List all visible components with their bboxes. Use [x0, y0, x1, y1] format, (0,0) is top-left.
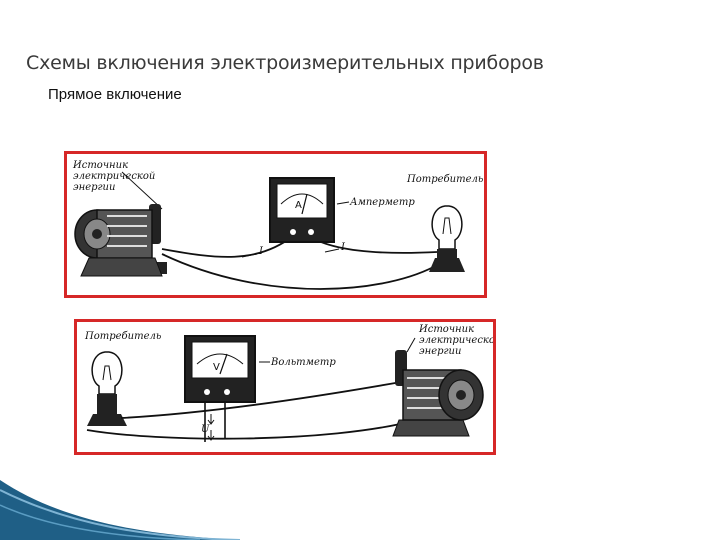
slide-title: Схемы включения электроизмерительных при…: [26, 52, 544, 74]
voltage-label: U: [201, 424, 210, 435]
lamp-icon: [87, 351, 127, 426]
source-label-line-2: электрической: [73, 171, 155, 182]
voltmeter-circuit-diagram: Потребитель U V Вольтметр Источник: [74, 319, 496, 455]
slide-corner-decoration: [0, 480, 240, 540]
current-label-left: I: [258, 246, 264, 257]
generator-icon: [392, 350, 484, 437]
source-label-line-1: Источник: [72, 160, 128, 171]
source-label-line-2: электрической: [419, 335, 493, 346]
ammeter-letter: А: [295, 200, 302, 211]
source-label-line-1: Источник: [418, 324, 474, 335]
ammeter-icon: А: [269, 177, 335, 243]
ammeter-label: Амперметр: [349, 197, 415, 208]
lamp-icon: [429, 205, 465, 272]
consumer-label: Потребитель: [84, 331, 161, 342]
ammeter-circuit-diagram: Источник электрической энергии I I: [64, 151, 487, 298]
source-label-line-3: энергии: [419, 346, 461, 357]
voltmeter-letter: V: [213, 362, 220, 373]
slide-subtitle: Прямое включение: [48, 86, 182, 103]
source-label-line-3: энергии: [73, 182, 115, 193]
voltmeter-icon: V: [184, 335, 256, 403]
generator-icon: [74, 204, 167, 277]
consumer-label: Потребитель: [406, 174, 483, 185]
voltmeter-label: Вольтметр: [270, 357, 336, 368]
current-label-right: I: [340, 242, 346, 253]
